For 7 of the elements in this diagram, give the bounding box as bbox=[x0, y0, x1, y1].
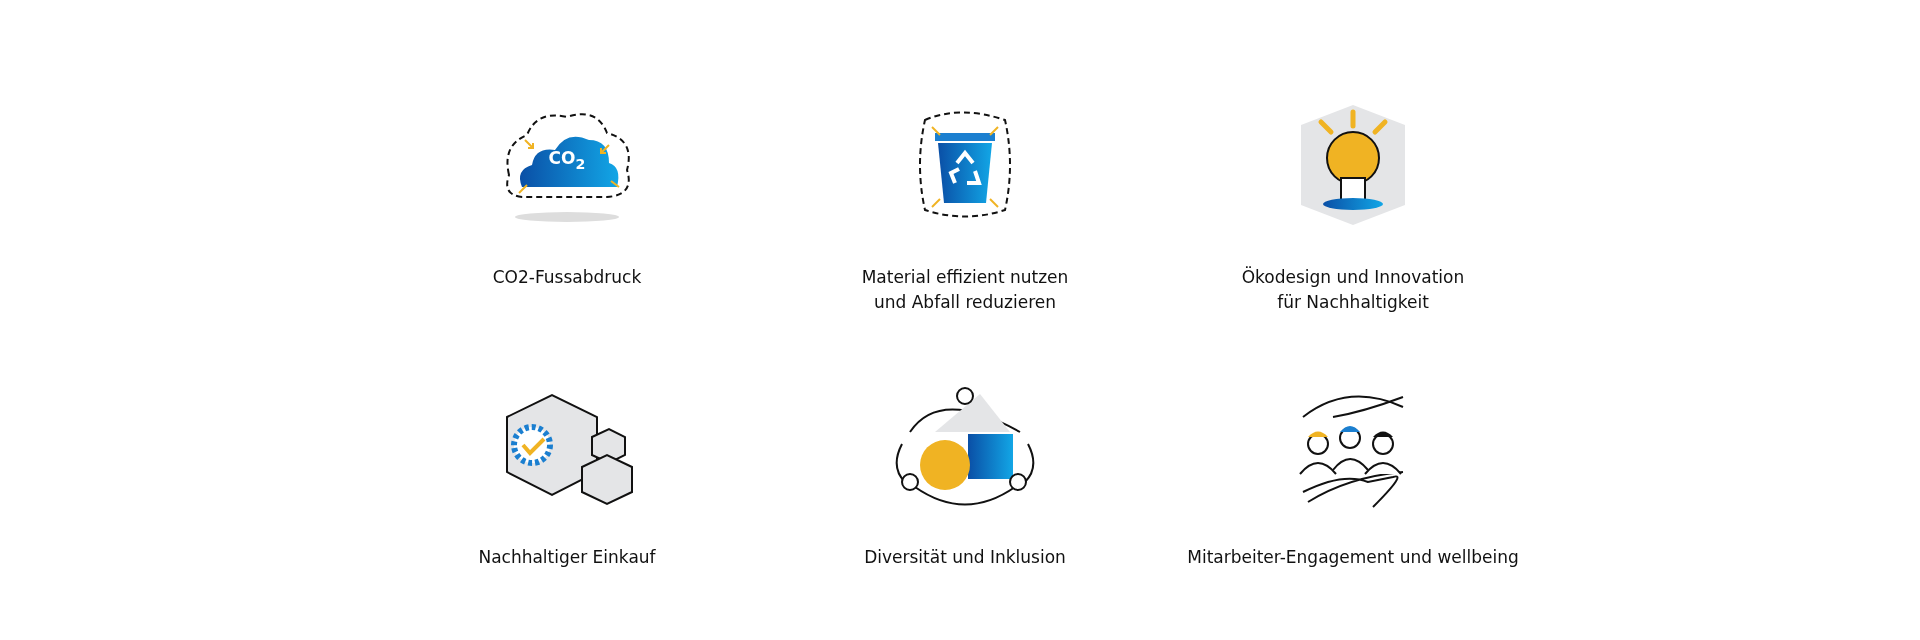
caption: Nachhaltiger Einkauf bbox=[478, 546, 656, 569]
formula-text: CO$_{2}$ bbox=[548, 148, 586, 172]
caption: Mitarbeiter-Engagement und wellbeing bbox=[1187, 546, 1519, 569]
caption: Ökodesign und Innovation für Nachhaltigkeit bbox=[1240, 265, 1466, 314]
caption: Material effizient nutzen und Abfall reduzieren bbox=[860, 266, 1070, 314]
caption: CO2-Fussabdruck bbox=[492, 266, 642, 289]
caption: Diversität und Inklusion bbox=[864, 546, 1066, 569]
